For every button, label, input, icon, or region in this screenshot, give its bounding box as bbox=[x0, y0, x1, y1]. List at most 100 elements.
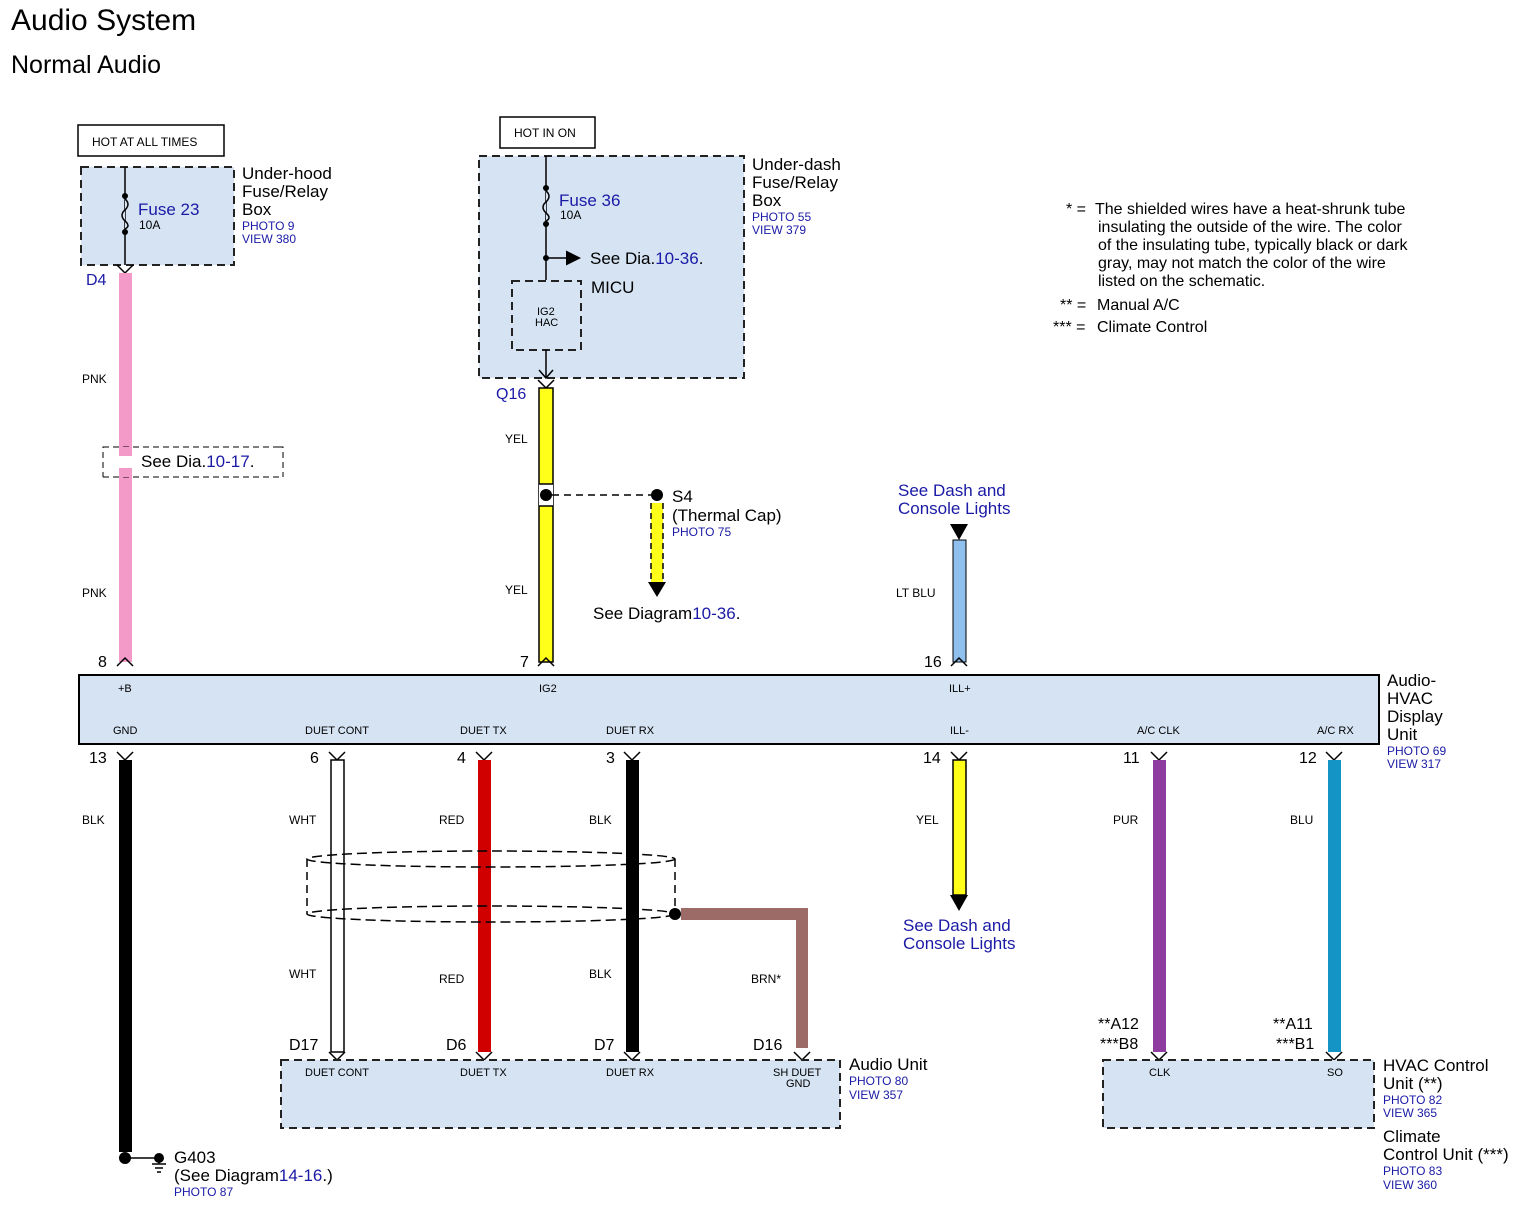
note-star1-line4: gray, may not match the color of the wir… bbox=[1098, 255, 1386, 272]
micu-hac-label: HAC bbox=[535, 317, 558, 329]
climate-unit-view: VIEW 360 bbox=[1383, 1178, 1437, 1192]
hot-in-on-label: HOT IN ON bbox=[514, 126, 576, 140]
page-title: Audio System bbox=[11, 4, 196, 37]
climate-unit-photo: PHOTO 83 bbox=[1383, 1164, 1442, 1178]
conn-d6: D6 bbox=[446, 1037, 467, 1054]
micu-box bbox=[511, 280, 582, 351]
g403-photo: PHOTO 87 bbox=[174, 1185, 233, 1199]
pin-12: 12 bbox=[1299, 750, 1317, 767]
brn-shield-wire bbox=[681, 908, 808, 1048]
audio-unit-view: VIEW 357 bbox=[849, 1088, 903, 1102]
micu-label: MICU bbox=[591, 278, 634, 297]
fuse-23-label: Fuse 23 bbox=[138, 200, 199, 219]
legend-notes: * = The shielded wires have a heat-shrun… bbox=[1053, 201, 1409, 336]
note-star3-text: Climate Control bbox=[1097, 319, 1207, 336]
pin-13: 13 bbox=[89, 750, 107, 767]
pin-6: 6 bbox=[310, 750, 319, 767]
underhood-box-outline bbox=[80, 166, 235, 266]
hvac-control-unit: **A12 ***B8 **A11 ***B1 CLK SO HVAC Cont… bbox=[1098, 1016, 1509, 1192]
s4-label: S4 bbox=[672, 487, 693, 506]
g403-label: G403 bbox=[174, 1148, 216, 1167]
conn-d16: D16 bbox=[753, 1037, 782, 1054]
ltblu-arrow-icon bbox=[950, 524, 968, 540]
pnk-label-1: PNK bbox=[82, 372, 107, 386]
underdash-name-3: Box bbox=[752, 191, 782, 210]
underhood-photo: PHOTO 9 bbox=[242, 219, 295, 233]
page-subtitle: Normal Audio bbox=[11, 51, 161, 79]
note-star1-line2: insulating the outside of the wire. The … bbox=[1098, 219, 1403, 236]
display-unit-name-1: Audio- bbox=[1387, 671, 1436, 690]
audio-pin-duet-tx: DUET TX bbox=[460, 1067, 507, 1079]
climate-unit-name-1: Climate bbox=[1383, 1127, 1441, 1146]
audio-unit-photo: PHOTO 80 bbox=[849, 1074, 908, 1088]
display-unit-box bbox=[78, 674, 1380, 745]
hvac-pin-clk: CLK bbox=[1149, 1067, 1171, 1079]
underhood-name-1: Under-hood bbox=[242, 164, 332, 183]
pin-11: 11 bbox=[1123, 750, 1140, 767]
audio-pin-duet-cont: DUET CONT bbox=[305, 1067, 369, 1079]
fuse-23-icon bbox=[121, 198, 129, 230]
note-star3-key: *** = bbox=[1053, 319, 1085, 336]
s4-arrow-icon bbox=[648, 582, 666, 597]
yel-ill-minus-wire: YEL See Dash and Console Lights bbox=[903, 751, 1015, 953]
blk-rx-label-2: BLK bbox=[589, 967, 612, 981]
pin-label-b: +B bbox=[118, 683, 132, 695]
blk-duet-rx-wire: BLK BLK bbox=[589, 751, 641, 1052]
underhood-fuse-box: HOT AT ALL TIMES Fuse 23 10A Under-hood … bbox=[77, 124, 332, 289]
pin-3: 3 bbox=[606, 750, 615, 767]
pin-label-gnd: GND bbox=[113, 725, 138, 737]
audio-pin-sh-duet: SH DUET bbox=[773, 1067, 822, 1079]
hot-at-all-times-label: HOT AT ALL TIMES bbox=[92, 135, 197, 149]
conn-d7: D7 bbox=[594, 1037, 615, 1054]
display-unit-view: VIEW 317 bbox=[1387, 757, 1441, 771]
yel-label-2: YEL bbox=[505, 583, 528, 597]
pin-label-ig2: IG2 bbox=[539, 683, 557, 695]
pur-label: PUR bbox=[1113, 813, 1139, 827]
yel-ill-see-1: See Dash and bbox=[903, 916, 1011, 935]
shield-cable: BRN* bbox=[306, 850, 808, 1048]
s4-desc: (Thermal Cap) bbox=[672, 506, 782, 525]
display-unit-name-3: Display bbox=[1387, 707, 1443, 726]
micu-ig2-label: IG2 bbox=[537, 306, 555, 318]
yel-ill-arrow-icon bbox=[950, 895, 968, 911]
fuse-36-icon bbox=[542, 190, 550, 222]
climate-unit-name-2: Control Unit (***) bbox=[1383, 1145, 1509, 1164]
pin-14: 14 bbox=[923, 750, 941, 767]
ltblu-see-2: Console Lights bbox=[898, 499, 1010, 518]
hvac-unit-box bbox=[1102, 1059, 1375, 1129]
pur-ac-clk-wire: PUR bbox=[1113, 751, 1168, 1052]
note-star1-line5: listed on the schematic. bbox=[1098, 273, 1265, 290]
s4-photo: PHOTO 75 bbox=[672, 525, 731, 539]
note-star1-line3: of the insulating tube, typically black … bbox=[1098, 237, 1409, 254]
hvac-unit-name-2: Unit (**) bbox=[1383, 1074, 1443, 1093]
ltblu-label: LT BLU bbox=[896, 586, 936, 600]
underdash-fuse-box: HOT IN ON Fuse 36 10A See Dia.10-36. IG2… bbox=[478, 116, 841, 403]
blk-gnd-label: BLK bbox=[82, 813, 105, 827]
pin-label-duet-cont: DUET CONT bbox=[305, 725, 369, 737]
blk-gnd-wire: BLK G403 (See Diagram14-16.) PHOTO 87 bbox=[82, 751, 333, 1199]
hvac-pin-so: SO bbox=[1327, 1067, 1343, 1079]
underdash-photo: PHOTO 55 bbox=[752, 210, 811, 224]
note-star1-key: * = bbox=[1066, 201, 1086, 218]
display-unit-name-2: HVAC bbox=[1387, 689, 1433, 708]
pin-label-duet-tx: DUET TX bbox=[460, 725, 507, 737]
display-unit: 8 7 16 +B IG2 ILL+ GND DUET CONT DUET TX… bbox=[78, 654, 1446, 771]
yel-ill-see-2: Console Lights bbox=[903, 934, 1015, 953]
hvac-unit-photo: PHOTO 82 bbox=[1383, 1093, 1442, 1107]
audio-unit: D17 D6 D7 D16 DUET CONT DUET TX DUET RX … bbox=[280, 1037, 928, 1129]
yel-ill-label: YEL bbox=[916, 813, 939, 827]
pnk-wire: PNK See Dia.10-17. PNK bbox=[82, 264, 284, 667]
underdash-view: VIEW 379 bbox=[752, 223, 806, 237]
red-duet-tx-wire: RED RED bbox=[439, 751, 493, 1052]
s4-see-diagram: See Diagram10-36. bbox=[593, 604, 740, 623]
underhood-view: VIEW 380 bbox=[242, 232, 296, 246]
blu-ac-rx-wire: BLU bbox=[1290, 751, 1343, 1052]
red-label-2: RED bbox=[439, 972, 465, 986]
underhood-name-3: Box bbox=[242, 200, 272, 219]
pin-label-ill-plus: ILL+ bbox=[949, 683, 971, 695]
wht-label-1: WHT bbox=[289, 813, 317, 827]
wht-duet-cont-wire: WHT WHT bbox=[289, 751, 346, 1053]
hot-at-all-times-tag bbox=[77, 124, 225, 157]
note-star2-text: Manual A/C bbox=[1097, 297, 1180, 314]
